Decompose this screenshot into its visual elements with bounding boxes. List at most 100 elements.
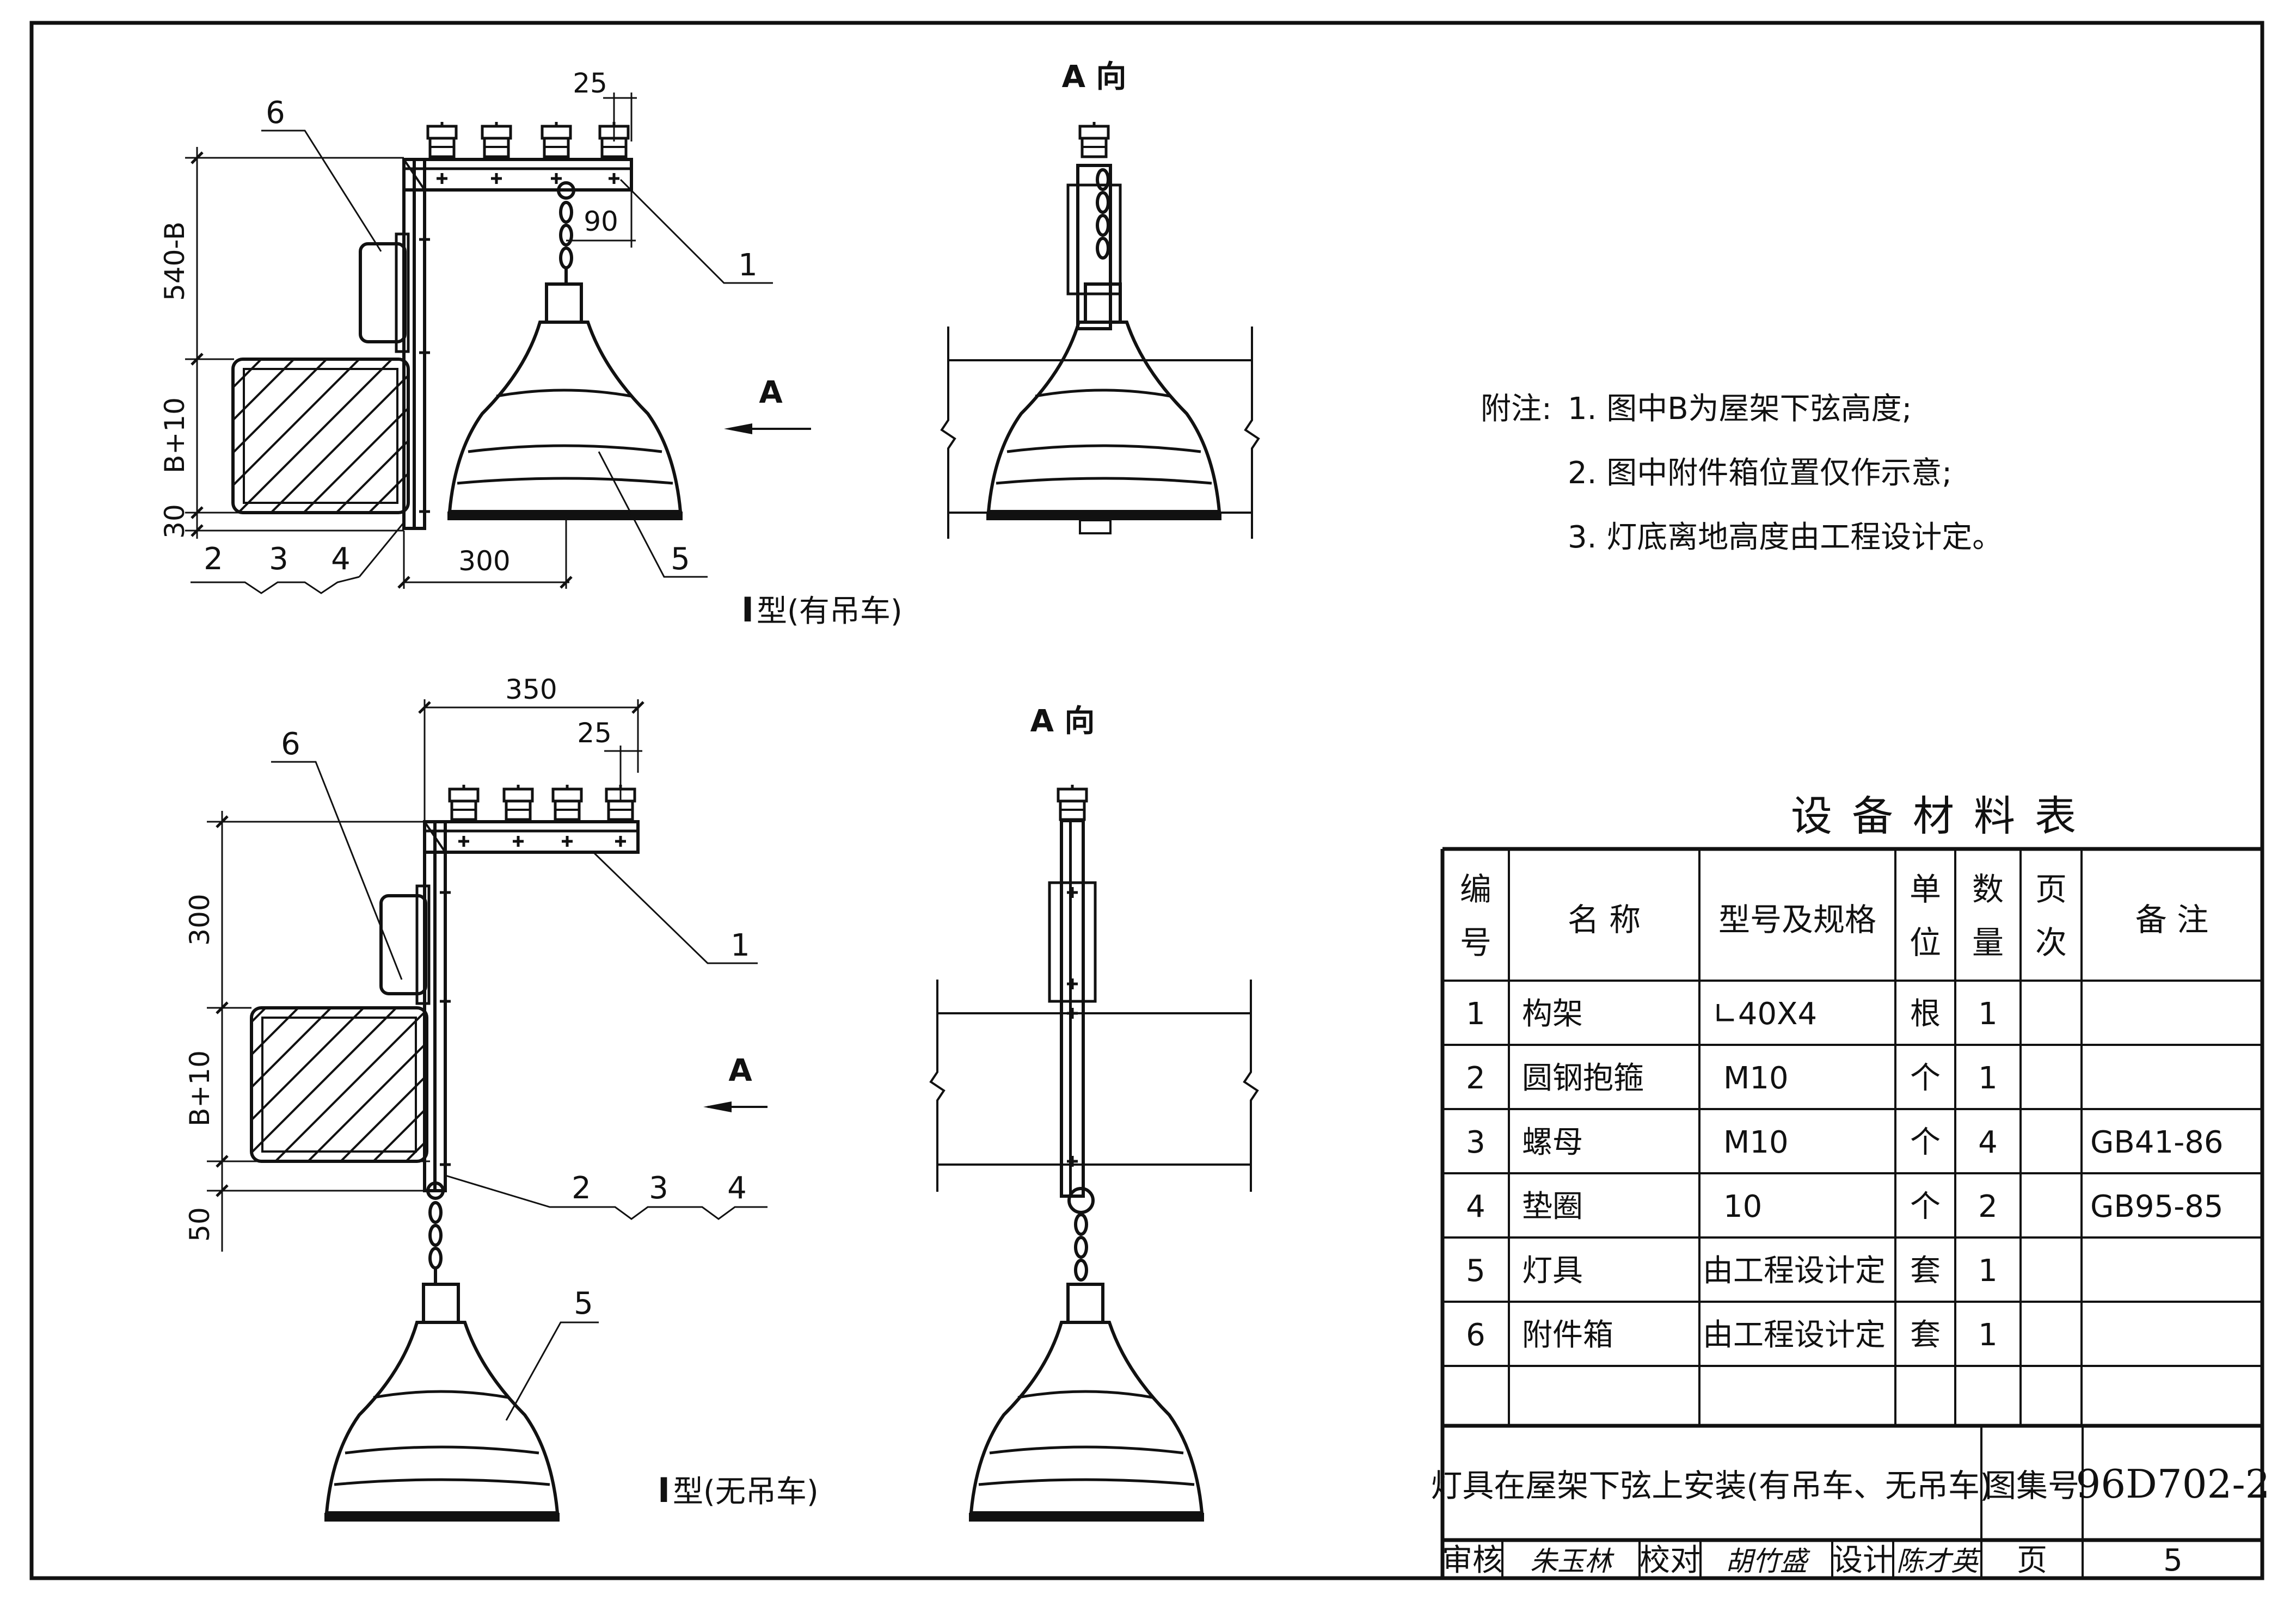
caption-type1-mark-bottom: Ⅰ: [658, 1470, 670, 1510]
label-2-bottom: 2: [572, 1171, 591, 1206]
dim-25-top: 25: [573, 67, 607, 99]
design-signature: 陈才英: [1896, 1546, 1981, 1577]
svg-text:个: 个: [1910, 1189, 1941, 1224]
label-2-top: 2: [204, 541, 223, 577]
svg-text:10: 10: [1723, 1189, 1762, 1224]
dim-350: 350: [505, 674, 557, 705]
dim-25-bottom: 25: [577, 717, 612, 749]
view-a-direction-top: A 向: [940, 59, 1260, 539]
check-signature: 胡竹盛: [1726, 1546, 1810, 1577]
a-view-title-bottom: A 向: [1030, 704, 1095, 739]
svg-text:垫圈: 垫圈: [1522, 1189, 1583, 1224]
svg-text:M10: M10: [1723, 1125, 1789, 1160]
dim-540-b: 540-B: [159, 221, 191, 301]
label-3-bottom: 3: [649, 1171, 668, 1206]
svg-text:4: 4: [1978, 1125, 1998, 1160]
table-row: 5 灯具 由工程设计定 套 1: [1466, 1253, 1998, 1289]
svg-text:螺母: 螺母: [1522, 1125, 1583, 1160]
svg-text:2: 2: [1466, 1061, 1485, 1096]
label-1-top: 1: [738, 248, 758, 283]
view-type1-with-crane: 540-B B+10 30 25 90 300 1 6 5 2 3 4 A: [159, 67, 903, 630]
svg-text:1: 1: [1978, 1253, 1998, 1289]
header-unit-b: 位: [1910, 924, 1941, 961]
svg-text:个: 个: [1910, 1061, 1941, 1096]
header-spec: 型号及规格: [1718, 901, 1876, 938]
caption-type1-without-crane: 型(无吊车): [673, 1474, 819, 1510]
table-row: 2 圆钢抱箍 M10 个 1: [1466, 1061, 1998, 1096]
page-label: 页: [2017, 1543, 2047, 1578]
review-signature: 朱玉林: [1530, 1546, 1614, 1577]
dim-b10: B+10: [159, 397, 191, 473]
svg-text:由工程设计定: 由工程设计定: [1703, 1317, 1886, 1353]
dim-50: 50: [184, 1207, 216, 1242]
table-row: 3 螺母 M10 个 4 GB41-86: [1466, 1125, 2223, 1160]
dim-300-bottom: 300: [184, 894, 216, 945]
label-5-bottom: 5: [574, 1286, 593, 1321]
label-1-bottom: 1: [730, 928, 750, 963]
svg-text:套: 套: [1910, 1253, 1941, 1289]
header-no-b: 号: [1460, 924, 1491, 961]
svg-text:1: 1: [1466, 996, 1485, 1032]
dim-300-top: 300: [458, 545, 510, 577]
note-3: 3. 灯底离地高度由工程设计定。: [1568, 520, 2003, 555]
svg-text:附件箱: 附件箱: [1522, 1317, 1613, 1353]
svg-text:由工程设计定: 由工程设计定: [1703, 1253, 1886, 1289]
label-5-top: 5: [671, 541, 690, 577]
svg-text:1: 1: [1978, 1061, 1998, 1096]
svg-text:2: 2: [1978, 1189, 1998, 1224]
header-remark: 备 注: [2135, 901, 2208, 938]
table-row: 6 附件箱 由工程设计定 套 1: [1466, 1317, 1998, 1353]
header-qty-b: 量: [1972, 924, 2004, 961]
dim-30: 30: [159, 504, 191, 539]
label-4-bottom: 4: [727, 1171, 747, 1206]
drawing-title: 灯具在屋架下弦上安装(有吊车、无吊车): [1431, 1467, 1992, 1504]
sheet-border: [29, 21, 2264, 1580]
label-6-top: 6: [266, 95, 285, 131]
header-qty-a: 数: [1972, 871, 2004, 908]
materials-table: 设备材料表 编 号 名 称 型号及规格 单 位 数 量 页 次 备 注: [1431, 792, 2270, 1578]
header-name: 名 称: [1568, 901, 1641, 938]
svg-text:M10: M10: [1723, 1061, 1789, 1096]
table-title: 设备材料表: [1791, 792, 2096, 840]
notes: 附注: 1. 图中B为屋架下弦高度; 2. 图中附件箱位置仅作示意; 3. 灯底…: [1481, 391, 2003, 555]
view-a-direction-bottom: A 向: [929, 704, 1259, 1522]
svg-text:1: 1: [1978, 996, 1998, 1032]
header-no-a: 编: [1460, 871, 1491, 908]
header-unit-a: 单: [1910, 871, 1941, 908]
notes-prefix: 附注:: [1481, 391, 1552, 427]
a-view-title-top: A 向: [1062, 59, 1127, 95]
table-row: 4 垫圈 10 个 2 GB95-85: [1466, 1189, 2223, 1224]
label-4-top: 4: [331, 541, 351, 577]
arrow-a-label-top: A: [759, 375, 783, 410]
note-2: 2. 图中附件箱位置仅作示意;: [1568, 455, 1952, 491]
svg-text:构架: 构架: [1522, 996, 1583, 1032]
svg-text:GB95-85: GB95-85: [2090, 1189, 2224, 1224]
svg-text:5: 5: [1466, 1253, 1485, 1289]
svg-text:3: 3: [1466, 1125, 1485, 1160]
review-label: 审核: [1442, 1543, 1503, 1578]
svg-text:套: 套: [1910, 1317, 1941, 1353]
svg-text:灯具: 灯具: [1522, 1253, 1583, 1289]
svg-text:个: 个: [1910, 1125, 1941, 1160]
check-label: 校对: [1640, 1543, 1700, 1578]
label-3-top: 3: [269, 541, 288, 577]
svg-text:4: 4: [1466, 1189, 1485, 1224]
atlas-number: 96D702-2: [2076, 1461, 2270, 1507]
header-page-b: 次: [2035, 924, 2067, 961]
svg-text:GB41-86: GB41-86: [2090, 1125, 2224, 1160]
note-1: 1. 图中B为屋架下弦高度;: [1568, 391, 1912, 427]
svg-text:1: 1: [1978, 1317, 1998, 1353]
dim-90: 90: [584, 206, 618, 237]
caption-type1-mark-top: Ⅰ: [741, 590, 754, 630]
svg-text:根: 根: [1910, 996, 1941, 1032]
table-row: 1 构架 ∟40X4 根 1: [1466, 996, 1998, 1032]
atlas-label: 图集号: [1985, 1467, 2079, 1504]
design-label: 设计: [1832, 1543, 1893, 1578]
page-number: 5: [2163, 1543, 2183, 1578]
svg-text:圆钢抱箍: 圆钢抱箍: [1522, 1061, 1644, 1096]
view-type1-without-crane: 300 B+10 50 350 25 6 1 2 3 4 5 A Ⅰ 型(无吊车…: [184, 674, 819, 1522]
header-page-a: 页: [2035, 871, 2067, 908]
svg-text:6: 6: [1466, 1317, 1485, 1353]
caption-type1-with-crane: 型(有吊车): [757, 594, 903, 629]
